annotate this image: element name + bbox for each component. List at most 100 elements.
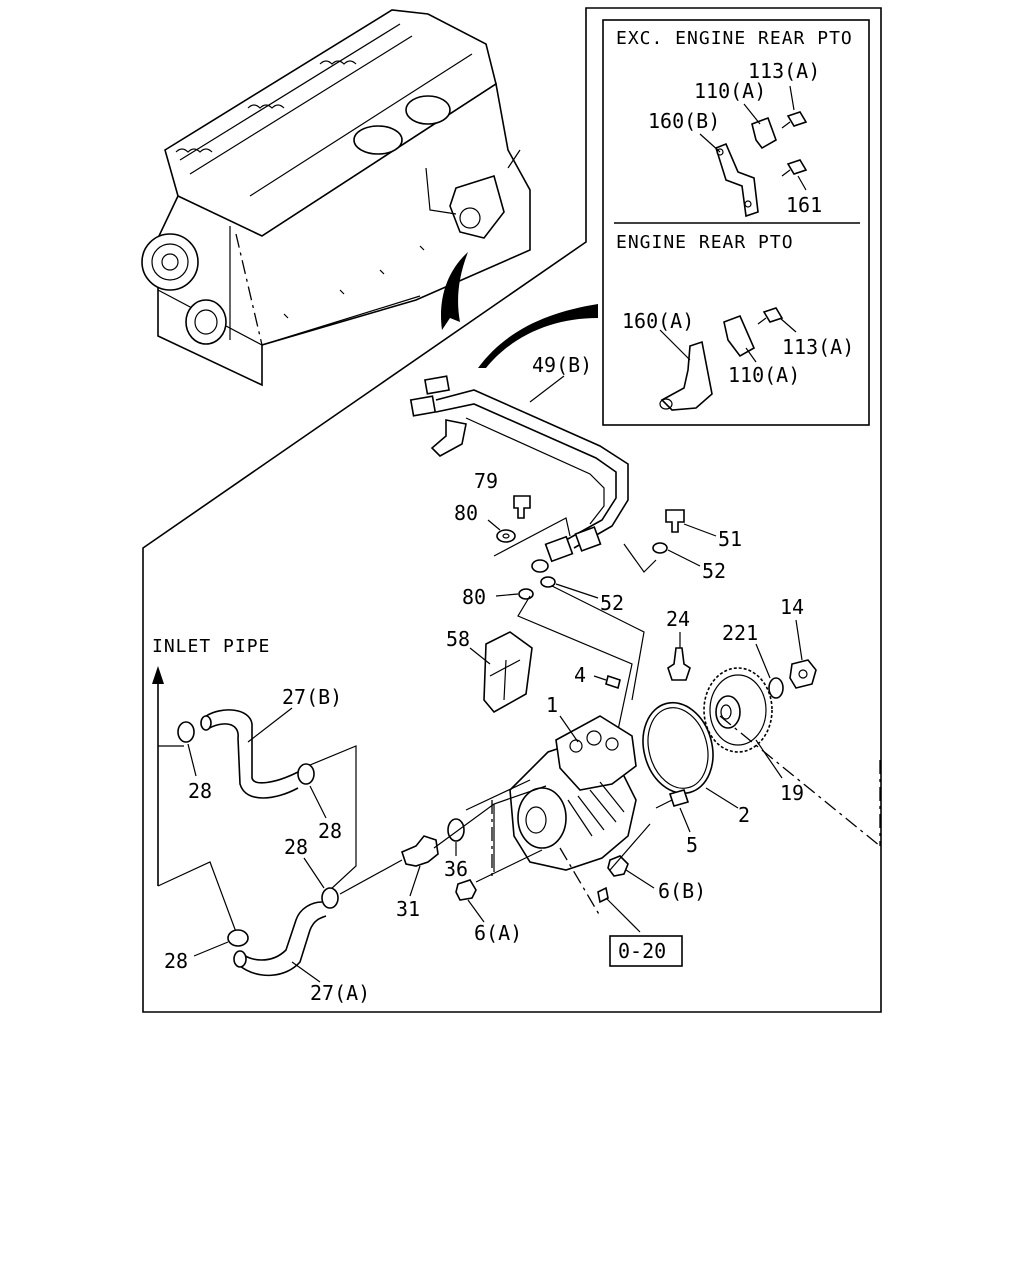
leader	[495, 593, 519, 597]
banjo-group-lower: 80 52	[462, 559, 645, 731]
leader	[605, 897, 641, 933]
label-52-right: 52	[702, 559, 726, 583]
label-28-a: 28	[188, 779, 212, 803]
label-160a: 160(A)	[622, 309, 694, 333]
gear-19-hub	[715, 695, 741, 729]
ref-box-label: 0-20	[618, 939, 666, 963]
inset-panel: EXC. ENGINE REAR PTO ENGINE REAR PTO 113…	[602, 19, 870, 426]
pipe-run	[435, 403, 617, 541]
leader	[303, 857, 325, 889]
oring-2: 2	[642, 701, 750, 827]
clip-ring	[227, 929, 249, 947]
hose-27b-end	[200, 715, 212, 731]
clip-28-c: 28	[284, 835, 339, 909]
leader	[187, 743, 197, 777]
label-6a: 6(A)	[474, 921, 522, 945]
leader	[593, 675, 607, 681]
clip-ring	[297, 763, 315, 785]
label-28-b: 28	[318, 819, 342, 843]
water-outlet	[353, 125, 403, 155]
label-31: 31	[396, 897, 420, 921]
fuel-pipe-49b: 49(B)	[409, 353, 629, 563]
bolt-5-shank	[655, 799, 673, 809]
leader	[555, 583, 599, 599]
inset-title-exc: EXC. ENGINE REAR PTO	[616, 28, 853, 49]
centre-line-pump	[559, 847, 601, 917]
label-5: 5	[686, 833, 698, 857]
oring-2-body	[642, 701, 714, 795]
pulley-hub	[161, 253, 179, 271]
hose-27b	[205, 709, 299, 784]
hose-27b-edge	[205, 723, 299, 799]
bolt-113a	[786, 111, 808, 127]
rear-seal	[185, 299, 227, 345]
leader	[705, 787, 739, 809]
bolt-161	[786, 159, 808, 175]
centre-line-gear	[719, 715, 881, 847]
bracket-hole	[716, 148, 724, 156]
assembly-line	[475, 804, 543, 883]
pump-drive-face	[517, 787, 567, 849]
label-2: 2	[738, 803, 750, 827]
main-frame	[142, 7, 882, 1013]
supply-pump-1: 1	[509, 693, 637, 871]
bolt-shank	[781, 169, 791, 177]
leader	[755, 643, 771, 679]
label-113a-rear: 113(A)	[782, 335, 854, 359]
inset-box	[602, 19, 870, 426]
nut-6b-body	[607, 855, 629, 877]
nut-6a-body	[455, 879, 477, 901]
pipe-run	[465, 417, 605, 525]
label-14: 14	[780, 595, 804, 619]
leader	[469, 647, 491, 665]
inlet-arrow-head	[152, 666, 164, 684]
label-79: 79	[474, 469, 498, 493]
pipe-run	[435, 389, 629, 549]
leader	[789, 85, 795, 111]
fitting-31	[401, 835, 439, 867]
screw-4-body	[605, 674, 621, 690]
label-24: 24	[666, 607, 690, 631]
hose-27a	[239, 901, 323, 961]
engine-pump-hub	[459, 207, 481, 229]
cover-58-body	[483, 631, 533, 714]
label-28-c: 28	[284, 835, 308, 859]
pump-drive-shaft	[525, 806, 547, 834]
dowel-pin	[597, 886, 609, 904]
washer-80-lower	[518, 588, 534, 600]
crank-pulley	[141, 233, 199, 291]
gear-19-bore	[720, 704, 732, 720]
label-80-upper: 80	[454, 501, 478, 525]
pipe-fitting	[409, 395, 437, 417]
fitting-31-group: 36 31	[396, 818, 468, 921]
leader	[743, 103, 761, 125]
leader	[755, 739, 783, 779]
label-161: 161	[786, 193, 822, 217]
leader	[679, 807, 691, 833]
block-body	[157, 82, 531, 387]
label-27a: 27(A)	[310, 981, 370, 1005]
nut-14-hole	[798, 669, 808, 679]
engine-block	[141, 9, 531, 387]
bolt-79	[513, 495, 531, 519]
washer-52-lower-b	[531, 559, 549, 573]
rear-seal-inner	[194, 309, 218, 335]
leader	[667, 549, 701, 567]
label-28-d: 28	[164, 949, 188, 973]
pump-port	[586, 730, 602, 746]
leader	[745, 347, 757, 363]
bolt-shank	[757, 317, 767, 325]
inlet-pipe-group: INLET PIPE 27(B) 28 28 28 28	[152, 636, 403, 1005]
label-110a-rear: 110(A)	[728, 363, 800, 387]
label-160b: 160(B)	[648, 109, 720, 133]
gear-19-ring	[709, 674, 767, 746]
washer-80-hole	[502, 533, 510, 539]
label-113a: 113(A)	[748, 59, 820, 83]
pipe-nut	[544, 535, 574, 563]
bracket-line	[157, 745, 357, 933]
leader	[309, 785, 327, 819]
leader	[797, 175, 807, 191]
leader	[409, 865, 421, 897]
pump-port	[605, 737, 619, 751]
washer-52-lower	[540, 576, 556, 588]
